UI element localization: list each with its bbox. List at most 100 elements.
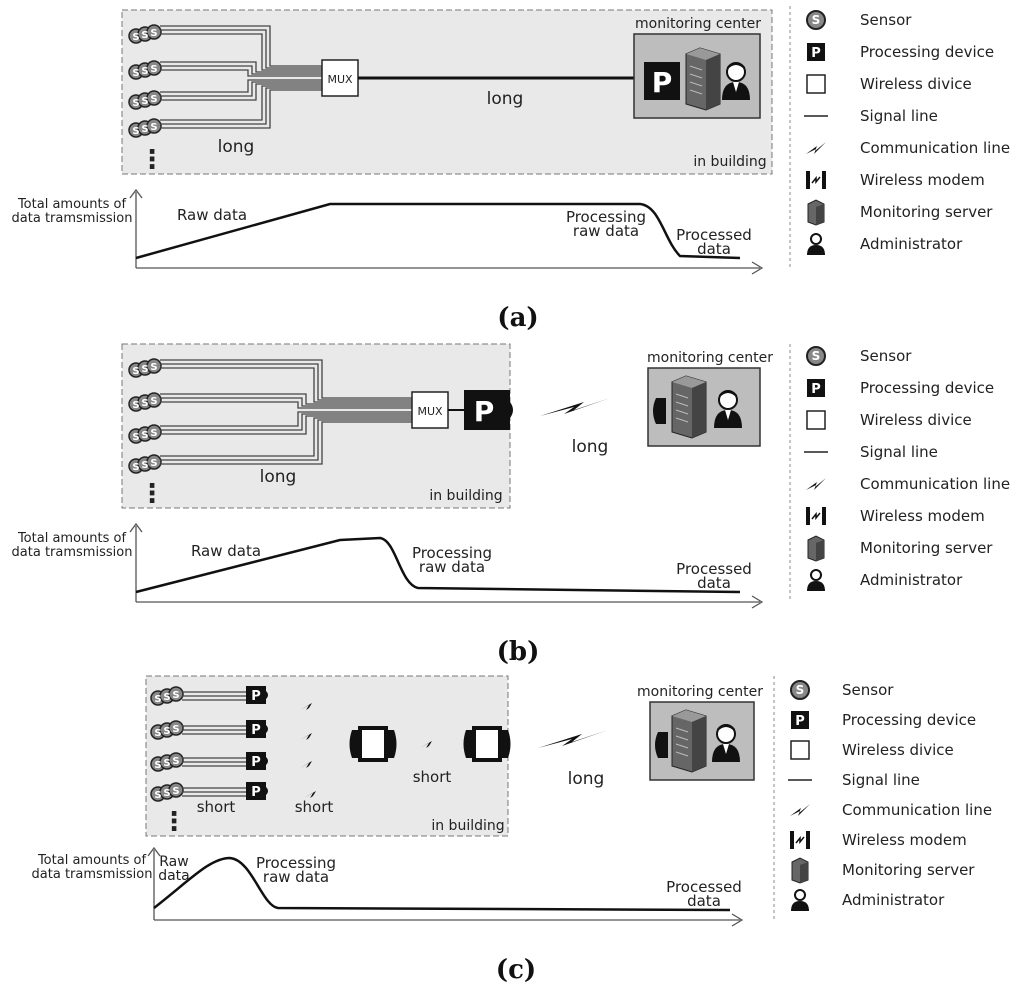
processing-device-icon — [644, 62, 680, 100]
long-link-label-b: long — [572, 437, 609, 457]
phase-processing2-c: raw data — [263, 868, 329, 886]
legend-label: Signal line — [842, 771, 920, 789]
wireless-modem-icon — [653, 398, 666, 424]
phase-processed2-c: data — [687, 892, 721, 910]
wireless-modem-icon — [806, 171, 826, 189]
processing-letter-c4: P — [251, 785, 261, 800]
administrator-icon — [791, 889, 809, 911]
short-label-2: short — [295, 798, 334, 816]
legend-label: Administrator — [860, 571, 963, 589]
svg-text:S: S — [812, 349, 821, 363]
mux-label-b: MUX — [417, 405, 443, 418]
data-curve-c — [153, 856, 731, 912]
legend-label: Monitoring server — [860, 203, 993, 221]
legend-label: Communication line — [842, 801, 992, 819]
legend-label: Monitoring server — [860, 539, 993, 557]
phase-processing2-a: raw data — [573, 222, 639, 240]
phase-processed-b: Processed — [676, 560, 752, 578]
phase-processed-c: Processed — [666, 878, 742, 896]
communication-line-icon — [790, 804, 810, 816]
ylabel-line2-c: data tramsmission — [32, 867, 153, 882]
long-link-label-a: long — [487, 89, 524, 109]
more-sensors-ellipsis: ⋮ — [139, 145, 165, 175]
signal-lines-b — [160, 359, 412, 465]
phase-raw2-c: data — [158, 868, 190, 884]
graph-axes-a — [129, 188, 764, 275]
wireless-modem-icon — [349, 726, 511, 762]
in-building-label-b: in building — [429, 488, 502, 504]
more-sensors-ellipsis: ⋮ — [161, 807, 187, 837]
phase-processing-b: Processing — [412, 544, 492, 562]
phase-processing2-b: raw data — [419, 558, 485, 576]
legend-label: Processing device — [860, 43, 994, 61]
processing-letter-c3: P — [251, 755, 261, 770]
long-sensor-label-a: long — [218, 137, 255, 157]
legend-label: Wireless divice — [860, 75, 972, 93]
phase-processed2-b: data — [697, 574, 731, 592]
monitoring-center-label-a: monitoring center — [635, 16, 761, 32]
legend-label: Wireless divice — [860, 411, 972, 429]
long-sensor-label-b: long — [260, 467, 297, 487]
phase-raw-c: Raw — [159, 854, 188, 870]
legend-label: Sensor — [860, 347, 912, 365]
caption-b: (b) — [497, 637, 540, 667]
processing-device-icon: P — [807, 43, 825, 61]
legend-label: Communication line — [860, 475, 1010, 493]
long-link-label-c: long — [568, 769, 605, 789]
processing-letter-a: P — [652, 66, 673, 99]
sensor-icon: S — [790, 680, 810, 700]
mux-box-a — [321, 59, 359, 97]
legend-label: Sensor — [842, 681, 894, 699]
phase-raw-b: Raw data — [191, 542, 261, 560]
administrator-icon — [807, 569, 825, 591]
ylabel-line1-c: Total amounts of — [37, 853, 147, 868]
communication-line-icon — [540, 398, 610, 416]
monitoring-server-icon — [685, 47, 721, 111]
signal-lines-c — [182, 691, 246, 797]
legend-label: Processing device — [860, 379, 994, 397]
legend-label: Signal line — [860, 107, 938, 125]
communication-line-icon — [538, 730, 608, 748]
wireless-device-icon — [806, 410, 826, 430]
sensor-icon: S — [806, 10, 826, 30]
legend-label: Monitoring server — [842, 861, 975, 879]
processing-device-icon: P — [807, 379, 825, 397]
sensor-icon: S — [806, 346, 826, 366]
legend-label: Signal line — [860, 443, 938, 461]
short-label-1: short — [197, 798, 236, 816]
legend-label: Sensor — [860, 11, 912, 29]
ylabel-line1-b: Total amounts of — [17, 531, 127, 546]
monitoring-center-label-c: monitoring center — [637, 684, 763, 700]
graph-axes-c — [147, 846, 744, 927]
panel-a: ⋮ MUX long long monitoring center P in — [12, 9, 773, 333]
monitoring-server-icon — [671, 375, 707, 439]
caption-c: (c) — [496, 955, 536, 985]
graph-axes-b — [129, 522, 764, 609]
processing-device-icon — [464, 390, 510, 430]
phase-raw-a: Raw data — [177, 206, 247, 224]
monitoring-server-icon — [807, 535, 825, 562]
phase-processing-c: Processing — [256, 854, 336, 872]
svg-text:S: S — [812, 13, 821, 27]
in-building-label-a: in building — [693, 154, 766, 170]
wireless-device-icon — [790, 740, 810, 760]
processing-letter-b: P — [474, 395, 495, 428]
legend-label: Wireless modem — [860, 171, 985, 189]
panel-c: ⋮ P P P P — [32, 675, 763, 985]
svg-text:P: P — [811, 46, 821, 61]
legend-label: Processing device — [842, 711, 976, 729]
ylabel-line2-b: data tramsmission — [12, 545, 133, 560]
wireless-modem-icon — [655, 732, 668, 758]
svg-text:P: P — [811, 382, 821, 397]
ylabel-line2-a: data tramsmission — [12, 211, 133, 226]
panel-b: ⋮ MUX P long long monitoring center — [12, 343, 773, 667]
phase-processed2-a: data — [697, 240, 731, 258]
wireless-modem-icon — [806, 507, 826, 525]
svg-text:S: S — [796, 683, 805, 697]
signal-lines-a — [160, 25, 322, 129]
processing-device-icon — [246, 686, 268, 800]
svg-text:P: P — [795, 714, 805, 729]
